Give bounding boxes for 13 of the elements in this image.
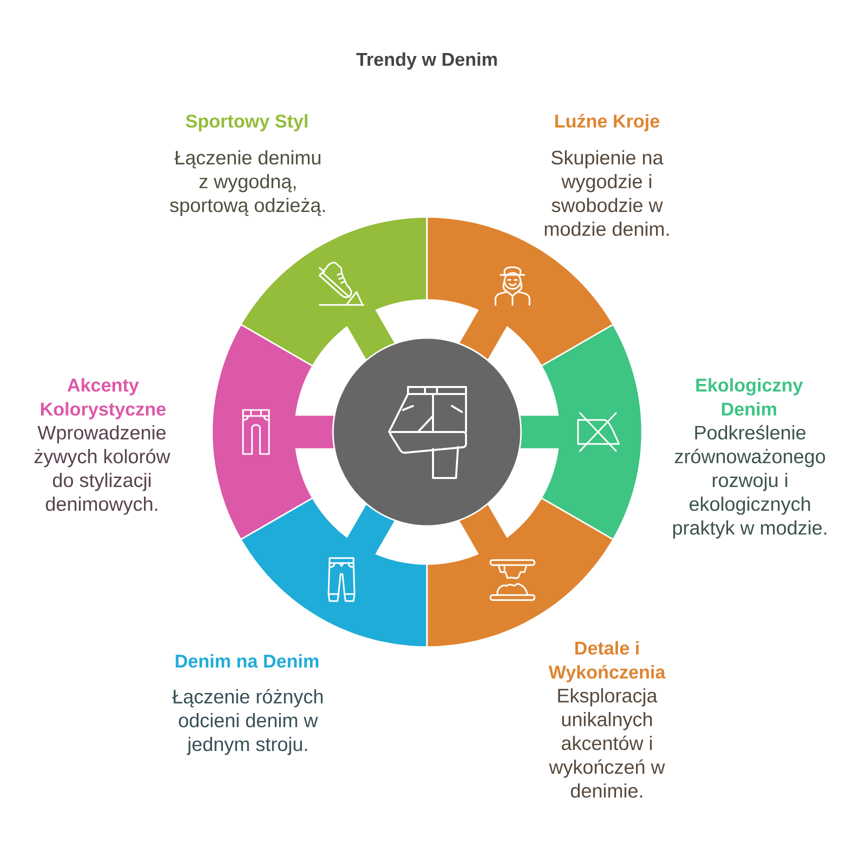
- heading: Denim na Denim: [176, 654, 318, 668]
- description: Skupienie na wygodzie i swobodzie w modzie denim.: [544, 150, 669, 236]
- heading: Sportowy Styl: [186, 114, 308, 132]
- description: Wprowadzenie żywych kolorów do stylizacji denimowych.: [34, 425, 170, 515]
- description: Eksploracja unikalnych akcentów i wykończeń w denimie.: [549, 688, 665, 798]
- description: Podkreślenie zrównoważonego rozwoju i ekologicznych praktyk w modzie.: [673, 425, 826, 539]
- heading: Luźne Kroje: [555, 114, 660, 132]
- heading: Ekologiczny Denim: [696, 378, 803, 416]
- description: Łączenie denimu z wygodną, sportową odzieżą.: [170, 150, 325, 216]
- description: Łączenie różnych odcieni denim w jednym stroju.: [172, 689, 323, 755]
- heading: Detale i Wykończenia: [548, 641, 666, 682]
- heading: Akcenty Kolorystyczne: [41, 378, 166, 420]
- title: Trendy w Denim: [356, 52, 497, 70]
